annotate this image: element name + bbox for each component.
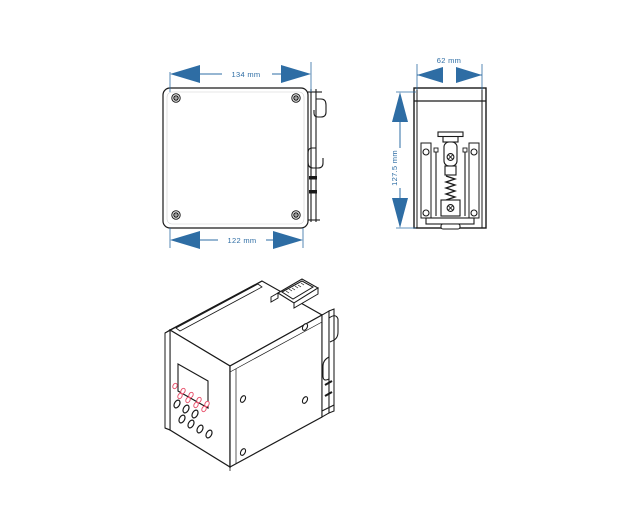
- screw-top-left: [171, 93, 181, 103]
- arrowhead-right: [456, 67, 482, 83]
- iso-button-group: [173, 399, 213, 439]
- front-corner-screws: [171, 93, 301, 220]
- isometric-view: [164, 278, 339, 471]
- spring-coil: [443, 175, 458, 201]
- iso-din-rail-bracket: [321, 308, 339, 418]
- front-view: 134 mm 122 mm: [162, 62, 327, 249]
- front-inner-panel: [166, 91, 305, 225]
- iso-top-edge-strip: [164, 280, 263, 334]
- arrowhead-left: [417, 67, 443, 83]
- arrowhead-left: [170, 231, 200, 249]
- arrowhead-bottom: [392, 198, 408, 228]
- arrowhead-right: [273, 231, 303, 249]
- dimension-label-front-width-bottom: 122 mm: [228, 236, 257, 245]
- front-din-rail-bracket: [307, 89, 327, 222]
- dimension-side-width-top: 62 mm: [416, 56, 483, 90]
- dimension-label-side-height-left: 127.5 mm: [390, 150, 399, 186]
- arrowhead-top: [392, 92, 408, 122]
- side-din-clip-mechanism: [420, 131, 480, 230]
- iso-corner-screws: [239, 323, 309, 456]
- iso-display-window: [177, 363, 209, 409]
- side-view: 62 mm 127.5 mm: [390, 56, 487, 230]
- iso-led-row-bottom: [177, 392, 207, 413]
- screw-top-right: [291, 93, 301, 103]
- iso-top-connector: [270, 278, 320, 309]
- screw-bottom-left: [171, 210, 181, 220]
- dimension-front-width-bottom: 122 mm: [169, 228, 304, 249]
- arrowhead-left: [170, 65, 200, 83]
- iso-left-edge-strip: [164, 329, 171, 431]
- dimension-label-side-width-top: 62 mm: [437, 56, 461, 65]
- dimension-front-width-top: 134 mm: [169, 62, 312, 92]
- front-body-outline: [162, 87, 309, 229]
- screw-bottom-right: [291, 210, 301, 220]
- iso-right-step-line: [229, 321, 323, 373]
- arrowhead-right: [281, 65, 311, 83]
- connector-pins: [285, 282, 305, 294]
- iso-top-lip: [175, 283, 263, 332]
- dimension-label-front-width-top: 134 mm: [232, 70, 261, 79]
- dimension-side-height-left: 127.5 mm: [390, 91, 416, 229]
